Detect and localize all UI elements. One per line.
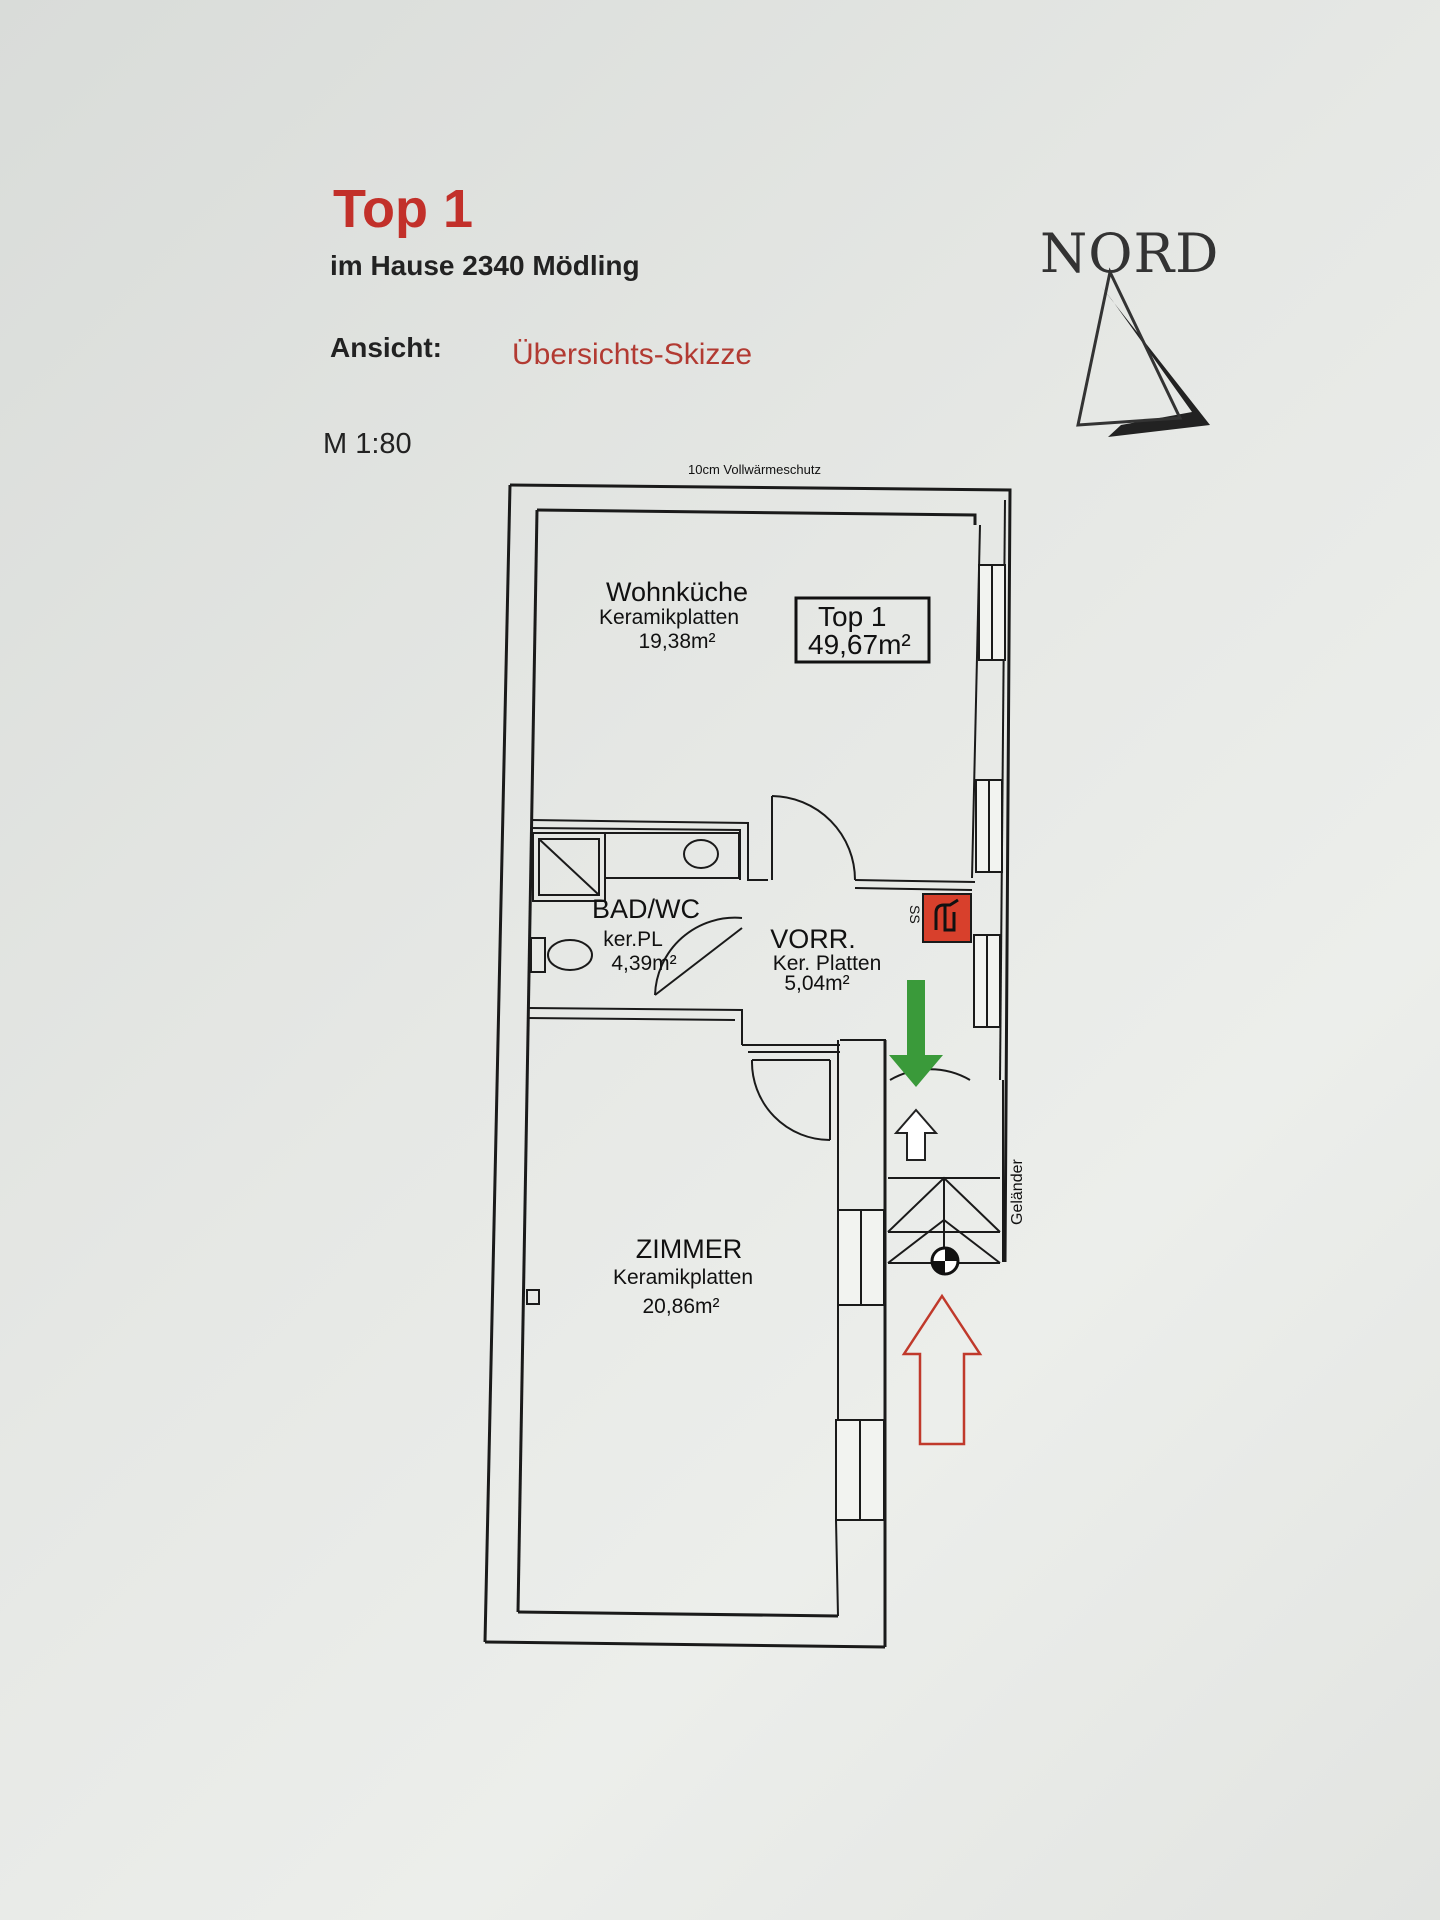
room-area: 19,38m² bbox=[638, 630, 715, 653]
total-name: Top 1 bbox=[818, 601, 887, 632]
room-floor: ker.PL bbox=[603, 928, 663, 951]
ss-label: SS bbox=[907, 905, 923, 924]
wall-niche bbox=[526, 1289, 540, 1305]
room-name: BAD/WC bbox=[592, 894, 700, 924]
scale-label: M 1:80 bbox=[323, 428, 412, 460]
insulation-note: 10cm Vollwärmeschutz bbox=[688, 462, 821, 477]
room-floor: Keramikplatten bbox=[613, 1266, 753, 1289]
room-vorr: VORR. Ker. Platten 5,04m² bbox=[770, 924, 881, 995]
room-floor: Keramikplatten bbox=[599, 606, 739, 629]
room-area: 5,04m² bbox=[784, 972, 849, 995]
room-name: ZIMMER bbox=[636, 1234, 742, 1264]
north-arrow-icon bbox=[1076, 267, 1210, 437]
entry-arrow-icon bbox=[889, 980, 943, 1087]
stairs bbox=[887, 1080, 1004, 1264]
room-name: VORR. bbox=[770, 924, 856, 954]
up-arrow-icon bbox=[893, 1108, 939, 1161]
room-wohnkueche: Wohnküche Keramikplatten 19,38m² bbox=[599, 577, 748, 653]
lamp-icon bbox=[930, 1246, 960, 1276]
room-area: 20,86m² bbox=[642, 1295, 719, 1318]
access-arrow-icon bbox=[901, 1293, 983, 1446]
right-wall bbox=[971, 499, 1006, 1081]
north-label: NORD bbox=[1040, 222, 1220, 285]
view-label: Ansicht: bbox=[330, 332, 442, 363]
sink-icon bbox=[604, 832, 740, 879]
interior-walls bbox=[526, 819, 976, 1617]
total-area-box bbox=[794, 596, 931, 664]
room-bad-wc: BAD/WC ker.PL 4,39m² bbox=[592, 894, 700, 975]
view-value: Übersichts-Skizze bbox=[512, 338, 753, 371]
room-zimmer: ZIMMER Keramikplatten 20,86m² bbox=[613, 1234, 753, 1318]
address-subtitle: im Hause 2340 Mödling bbox=[330, 250, 640, 281]
room-name: Wohnküche bbox=[606, 577, 748, 607]
room-floor: Ker. Platten bbox=[773, 952, 882, 975]
total-area: 49,67m² bbox=[808, 629, 911, 660]
room-area: 4,39m² bbox=[611, 952, 676, 975]
railing-label: Geländer bbox=[1009, 1159, 1026, 1225]
shower-tray bbox=[532, 832, 606, 902]
toilet-icon bbox=[530, 937, 593, 973]
fire-extinguisher-icon bbox=[922, 893, 972, 943]
page-title: Top 1 bbox=[333, 179, 473, 239]
